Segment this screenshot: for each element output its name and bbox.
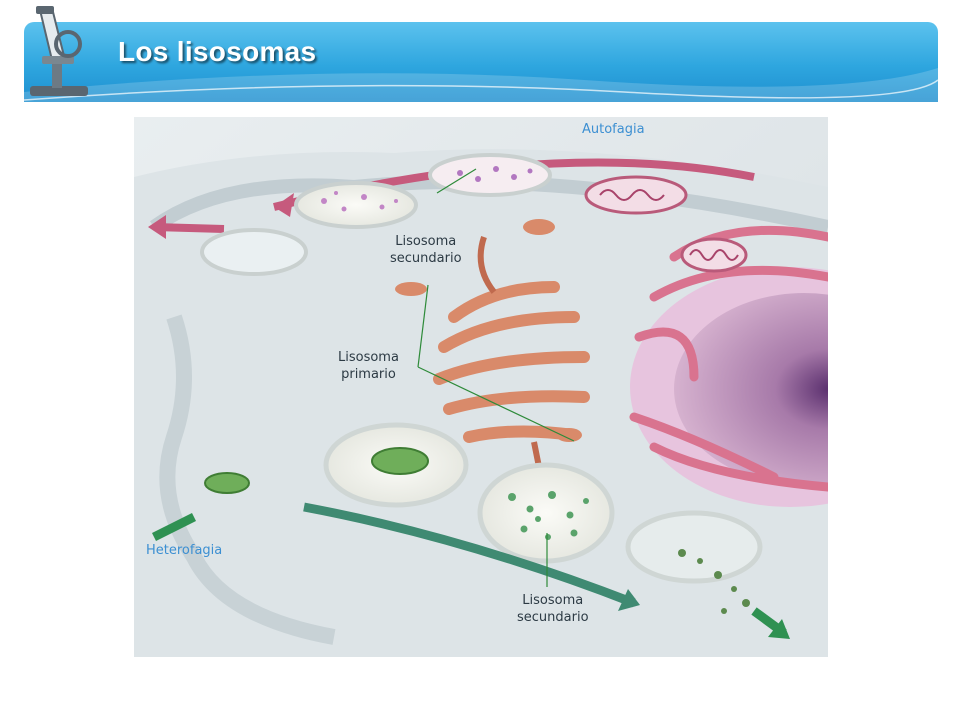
- label-lisosoma-primario: Lisosoma primario: [338, 350, 399, 382]
- secondary-lysosome-bottom-contents: [508, 491, 589, 540]
- microscope-icon: [30, 6, 88, 96]
- leader-secundario-top: [436, 168, 477, 194]
- lysosome-diagram: [134, 117, 828, 657]
- autophagy-arrowhead: [274, 193, 294, 217]
- autophagic-vacuole: [294, 181, 418, 229]
- exocytic-vesicle: [200, 228, 308, 276]
- primary-lysosome-1: [395, 282, 427, 296]
- label-autofagia: Autofagia: [582, 122, 645, 137]
- bacterium-engulfed: [371, 447, 429, 475]
- exocytosis-arrowhead: [148, 215, 166, 239]
- membrane-fold: [159, 314, 336, 645]
- heterophagy-arrowhead: [618, 589, 640, 611]
- bacterium-entering: [204, 472, 250, 494]
- label-lisosoma-secundario-top: Lisosoma secundario: [390, 234, 462, 266]
- mitochondrion-top: [584, 175, 688, 215]
- exocytosis-arrowhead-bottom: [768, 619, 790, 639]
- nucleus: [674, 293, 828, 485]
- primary-lysosome-3: [556, 428, 582, 442]
- leader-primario-b: [417, 366, 575, 442]
- secondary-lysosome-top: [428, 153, 552, 197]
- label-heterofagia: Heterofagia: [146, 543, 223, 558]
- residual-body: [625, 510, 763, 584]
- golgi-export-arrow: [477, 236, 497, 294]
- residual-debris: [678, 549, 750, 614]
- vacuole-contents: [321, 191, 398, 212]
- leader-primario-a: [417, 284, 429, 368]
- secondary-lysosome-bottom: [477, 462, 615, 564]
- label-lisosoma-secundario-bottom: Lisosoma secundario: [517, 593, 589, 625]
- heterophagy-arrow: [303, 502, 636, 608]
- title-banner: [24, 22, 938, 102]
- secondary-lysosome-top-contents: [457, 166, 533, 182]
- primary-lysosome-2: [523, 219, 555, 235]
- mitochondrion-right: [680, 237, 748, 273]
- heterophagy-arrow-in: [151, 512, 197, 542]
- slide-title: Los lisosomas: [118, 36, 317, 67]
- banner-swoosh: [24, 68, 938, 102]
- rough-er: [629, 225, 828, 492]
